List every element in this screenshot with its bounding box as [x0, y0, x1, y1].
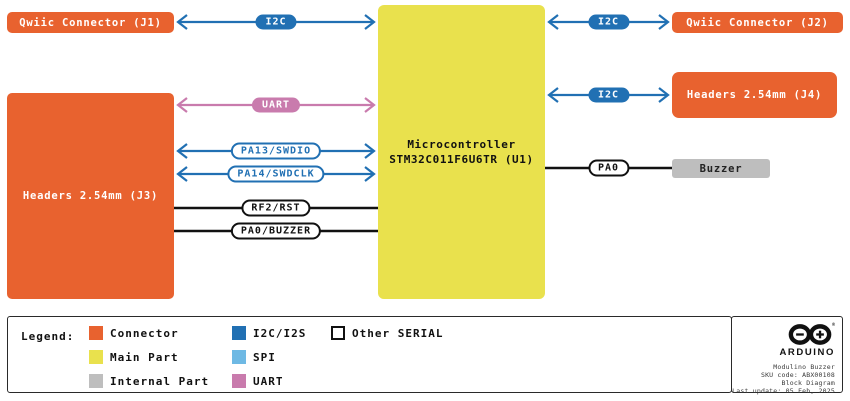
arduino-logo-icon	[788, 324, 832, 345]
legend-item-connector: Connector	[89, 326, 209, 340]
spi-color-swatch	[232, 350, 246, 364]
connector-color-swatch	[89, 326, 103, 340]
connection-reset: RF2/RST	[174, 191, 378, 225]
legend-panel: Legend: Connector Main Part Internal Par…	[7, 316, 732, 393]
legend-column-buses: I2C/I2S SPI UART	[232, 326, 306, 388]
connection-i2c-j4: I2C	[545, 78, 672, 112]
mcu-label-line1: Microcontroller	[407, 138, 516, 151]
mcu-label-line2: STM32C011F6U6TR (U1)	[389, 153, 534, 166]
connection-pa0-buzzer: PA0/BUZZER	[174, 214, 378, 248]
block-headers-j3: Headers 2.54mm (J3)	[7, 93, 174, 299]
last-update: Last update: 05 Feb, 2025	[732, 387, 835, 395]
connection-i2c-j1: I2C	[174, 5, 378, 39]
block-qwiic-connector-j2: Qwiic Connector (J2)	[672, 12, 843, 33]
i2c-bus-label: I2C	[255, 14, 297, 30]
sku-code: SKU code: ABX00108	[760, 371, 835, 379]
i2c-color-swatch	[232, 326, 246, 340]
main-part-color-swatch	[89, 350, 103, 364]
branding-panel: ® ARDUINO Modulino Buzzer SKU code: ABX0…	[731, 316, 843, 395]
pa0-buzzer-pin-label: PA0/BUZZER	[230, 222, 322, 240]
brand-wordmark: ARDUINO	[779, 347, 835, 358]
uart-bus-label: UART	[251, 97, 301, 113]
block-headers-j4: Headers 2.54mm (J4)	[672, 72, 837, 118]
other-serial-color-swatch	[331, 326, 345, 340]
connection-pa0: PA0	[545, 151, 672, 185]
i2c-bus-label: I2C	[587, 87, 630, 103]
reset-pin-label: RF2/RST	[241, 199, 311, 217]
legend-column-other: Other SERIAL	[331, 326, 443, 340]
connection-uart: UART	[174, 88, 378, 122]
document-type: Block Diagram	[781, 379, 835, 387]
uart-color-swatch	[232, 374, 246, 388]
registered-trademark: ®	[831, 322, 835, 328]
internal-part-color-swatch	[89, 374, 103, 388]
legend-item-spi: SPI	[232, 350, 306, 364]
connection-i2c-j2: I2C	[545, 5, 672, 39]
legend-item-internal-part: Internal Part	[89, 374, 209, 388]
legend-item-uart: UART	[232, 374, 306, 388]
connection-swdio: PA13/SWDIO	[174, 134, 378, 168]
legend-column-parts: Connector Main Part Internal Part	[89, 326, 209, 388]
connection-swdclk: PA14/SWDCLK	[174, 157, 378, 191]
swdclk-pin-label: PA14/SWDCLK	[227, 165, 325, 183]
block-microcontroller: Microcontroller STM32C011F6U6TR (U1)	[378, 5, 545, 299]
legend-title: Legend:	[21, 330, 75, 343]
i2c-bus-label: I2C	[587, 14, 630, 30]
legend-item-main-part: Main Part	[89, 350, 209, 364]
block-qwiic-connector-j1: Qwiic Connector (J1)	[7, 12, 174, 33]
swdio-pin-label: PA13/SWDIO	[230, 142, 322, 160]
pa0-pin-label: PA0	[587, 159, 630, 177]
legend-item-i2c: I2C/I2S	[232, 326, 306, 340]
product-name: Modulino Buzzer	[773, 363, 835, 371]
legend-item-other-serial: Other SERIAL	[331, 326, 443, 340]
block-buzzer: Buzzer	[672, 159, 770, 178]
